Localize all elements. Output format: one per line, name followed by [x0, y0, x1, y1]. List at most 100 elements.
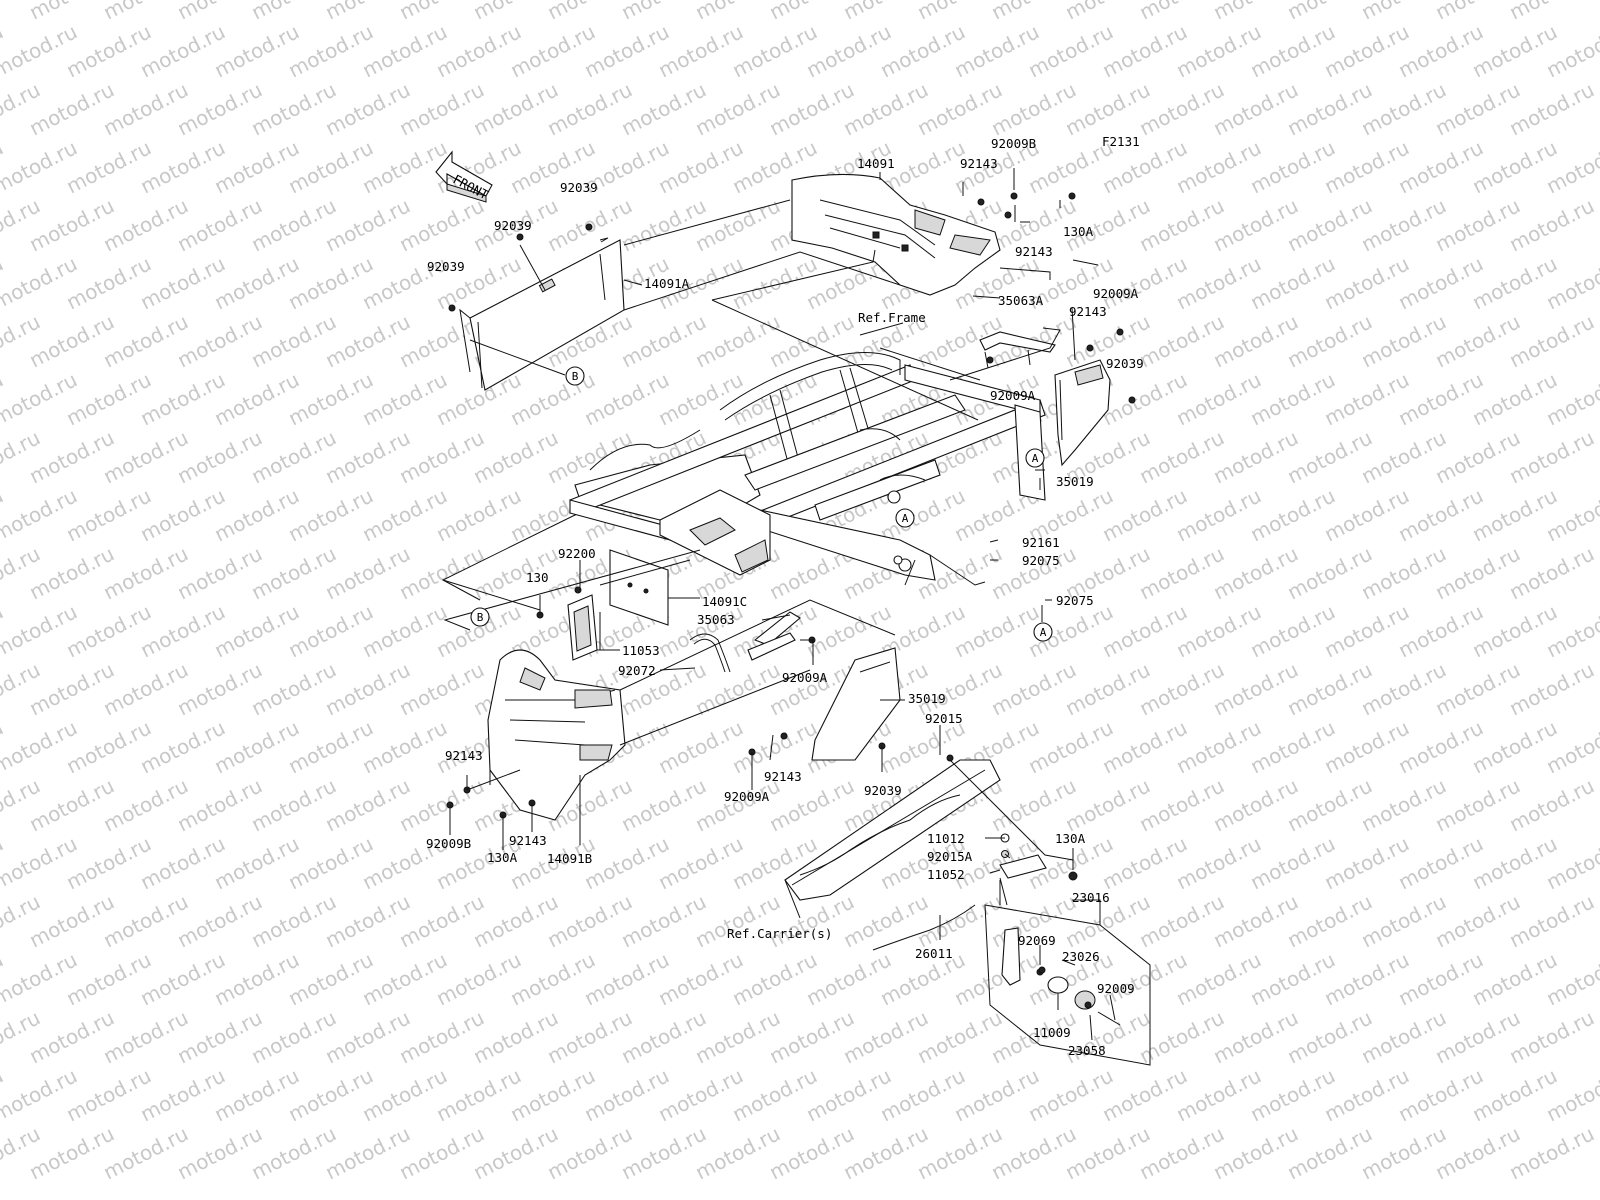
watermark-text: motod.ru — [247, 193, 340, 256]
watermark-text: motod.ru — [1135, 309, 1228, 372]
bracket-35063 — [747, 611, 801, 661]
watermark-text: motod.ru — [247, 1121, 340, 1184]
watermark-text: motod.ru — [395, 889, 488, 952]
watermark-text: motod.ru — [99, 193, 192, 256]
svg-text:B: B — [572, 370, 579, 383]
watermark-text: motod.ru — [1172, 831, 1265, 894]
watermark-text: motod.ru — [617, 1005, 710, 1068]
svg-text:B: B — [477, 611, 484, 624]
watermark-text: motod.ru — [1431, 541, 1524, 604]
watermark-text: motod.ru — [1098, 19, 1191, 82]
watermark-text: motod.ru — [1283, 77, 1376, 140]
watermark-text: motod.ru — [321, 541, 414, 604]
watermark-text: motod.ru — [62, 251, 155, 314]
watermark-text: motod.ru — [469, 425, 562, 488]
callout-circles: B B A A A — [470, 366, 1053, 642]
watermark-text: motod.ru — [432, 483, 525, 546]
label-92143-l1: 92143 — [445, 748, 483, 763]
watermark-text: motod.ru — [1468, 483, 1561, 546]
watermark-text: motod.ru — [173, 1005, 266, 1068]
watermark-text: motod.ru — [1431, 1121, 1524, 1184]
watermark-text: motod.ru — [1135, 541, 1228, 604]
label-92039-r: 92039 — [1106, 356, 1144, 371]
label-130A-r: 130A — [1055, 831, 1086, 846]
label-35019-l: 35019 — [908, 691, 946, 706]
watermark-text: motod.ru — [247, 773, 340, 836]
watermark-text: motod.ru — [1061, 773, 1154, 836]
watermark-text: motod.ru — [469, 889, 562, 952]
watermark-text: motod.ru — [987, 1121, 1080, 1184]
watermark-text: motod.ru — [284, 251, 377, 314]
watermark-text: motod.ru — [1505, 1005, 1598, 1068]
watermark-text: motod.ru — [1357, 1121, 1450, 1184]
watermark-text: motod.ru — [99, 77, 192, 140]
label-130: 130 — [526, 570, 549, 585]
watermark-text: motod.ru — [1172, 715, 1265, 778]
watermark-text: motod.ru — [1061, 77, 1154, 140]
watermark-text: motod.ru — [284, 19, 377, 82]
watermark-text: motod.ru — [1135, 657, 1228, 720]
watermark-text: motod.ru — [321, 425, 414, 488]
watermark-text: motod.ru — [395, 1121, 488, 1184]
watermark-text: motod.ru — [1246, 1063, 1339, 1126]
watermark-text: motod.ru — [728, 19, 821, 82]
watermark-text: motod.ru — [913, 1005, 1006, 1068]
watermark-text: motod.ru — [802, 1063, 895, 1126]
watermark-text: motod.ru — [284, 1063, 377, 1126]
watermark-text: motod.ru — [1320, 831, 1413, 894]
watermark-text: motod.ru — [1394, 599, 1487, 662]
watermark-text: motod.ru — [173, 309, 266, 372]
watermark-text: motod.ru — [432, 1063, 525, 1126]
watermark-text: motod.ru — [173, 425, 266, 488]
watermark-text: motod.ru — [1505, 1121, 1598, 1184]
watermark-text: motod.ru — [136, 1063, 229, 1126]
watermark-text: motod.ru — [1061, 1121, 1154, 1184]
watermark-text: motod.ru — [950, 599, 1043, 662]
watermark-text: motod.ru — [210, 483, 303, 546]
watermark-text: motod.ru — [580, 19, 673, 82]
label-92143-l2: 92143 — [509, 833, 547, 848]
watermark-text: motod.ru — [913, 1121, 1006, 1184]
watermark-text: motod.ru — [691, 77, 784, 140]
label-92075-b: 92075 — [1056, 593, 1094, 608]
watermark-text: motod.ru — [1024, 1063, 1117, 1126]
watermark-text: motod.ru — [25, 773, 118, 836]
watermark-text: motod.ru — [1431, 889, 1524, 952]
callout-b-top: B — [565, 366, 585, 386]
label-92039-m: 92039 — [864, 783, 902, 798]
watermark-text: motod.ru — [1246, 715, 1339, 778]
label-26011: 26011 — [915, 946, 953, 961]
watermark-text: motod.ru — [950, 947, 1043, 1010]
watermark-text: motod.ru — [1172, 1063, 1265, 1126]
watermark-text: motod.ru — [99, 425, 192, 488]
watermark-text: motod.ru — [1246, 947, 1339, 1010]
watermark-text: motod.ru — [432, 367, 525, 430]
watermark-text: motod.ru — [321, 773, 414, 836]
watermark-text: motod.ru — [654, 831, 747, 894]
label-130A-top: 130A — [1063, 224, 1094, 239]
watermark-text: motod.ru — [1505, 773, 1598, 836]
watermark-text: motod.ru — [1246, 367, 1339, 430]
label-92161: 92161 — [1022, 535, 1060, 550]
watermark-text: motod.ru — [321, 657, 414, 720]
watermark-text: motod.ru — [802, 19, 895, 82]
watermark-text: motod.ru — [395, 425, 488, 488]
seal-11053 — [567, 594, 598, 661]
watermark-text: motod.ru — [321, 889, 414, 952]
watermark-text: motod.ru — [987, 773, 1080, 836]
watermark-text: motod.ru — [1246, 251, 1339, 314]
watermark-text: motod.ru — [136, 483, 229, 546]
watermark-text: motod.ru — [1061, 1005, 1154, 1068]
watermark-text: motod.ru — [210, 19, 303, 82]
label-35063A: 35063A — [998, 293, 1044, 308]
watermark-text: motod.ru — [25, 1005, 118, 1068]
watermark-text: motod.ru — [1098, 599, 1191, 662]
watermark-text: motod.ru — [654, 1063, 747, 1126]
watermark-text: motod.ru — [1468, 251, 1561, 314]
watermark-text: motod.ru — [1209, 425, 1302, 488]
watermark-text: motod.ru — [617, 1121, 710, 1184]
watermark-text: motod.ru — [580, 367, 673, 430]
callout-b-bottom: B — [470, 607, 490, 627]
watermark-text: motod.ru — [284, 135, 377, 198]
watermark-text: motod.ru — [1061, 657, 1154, 720]
